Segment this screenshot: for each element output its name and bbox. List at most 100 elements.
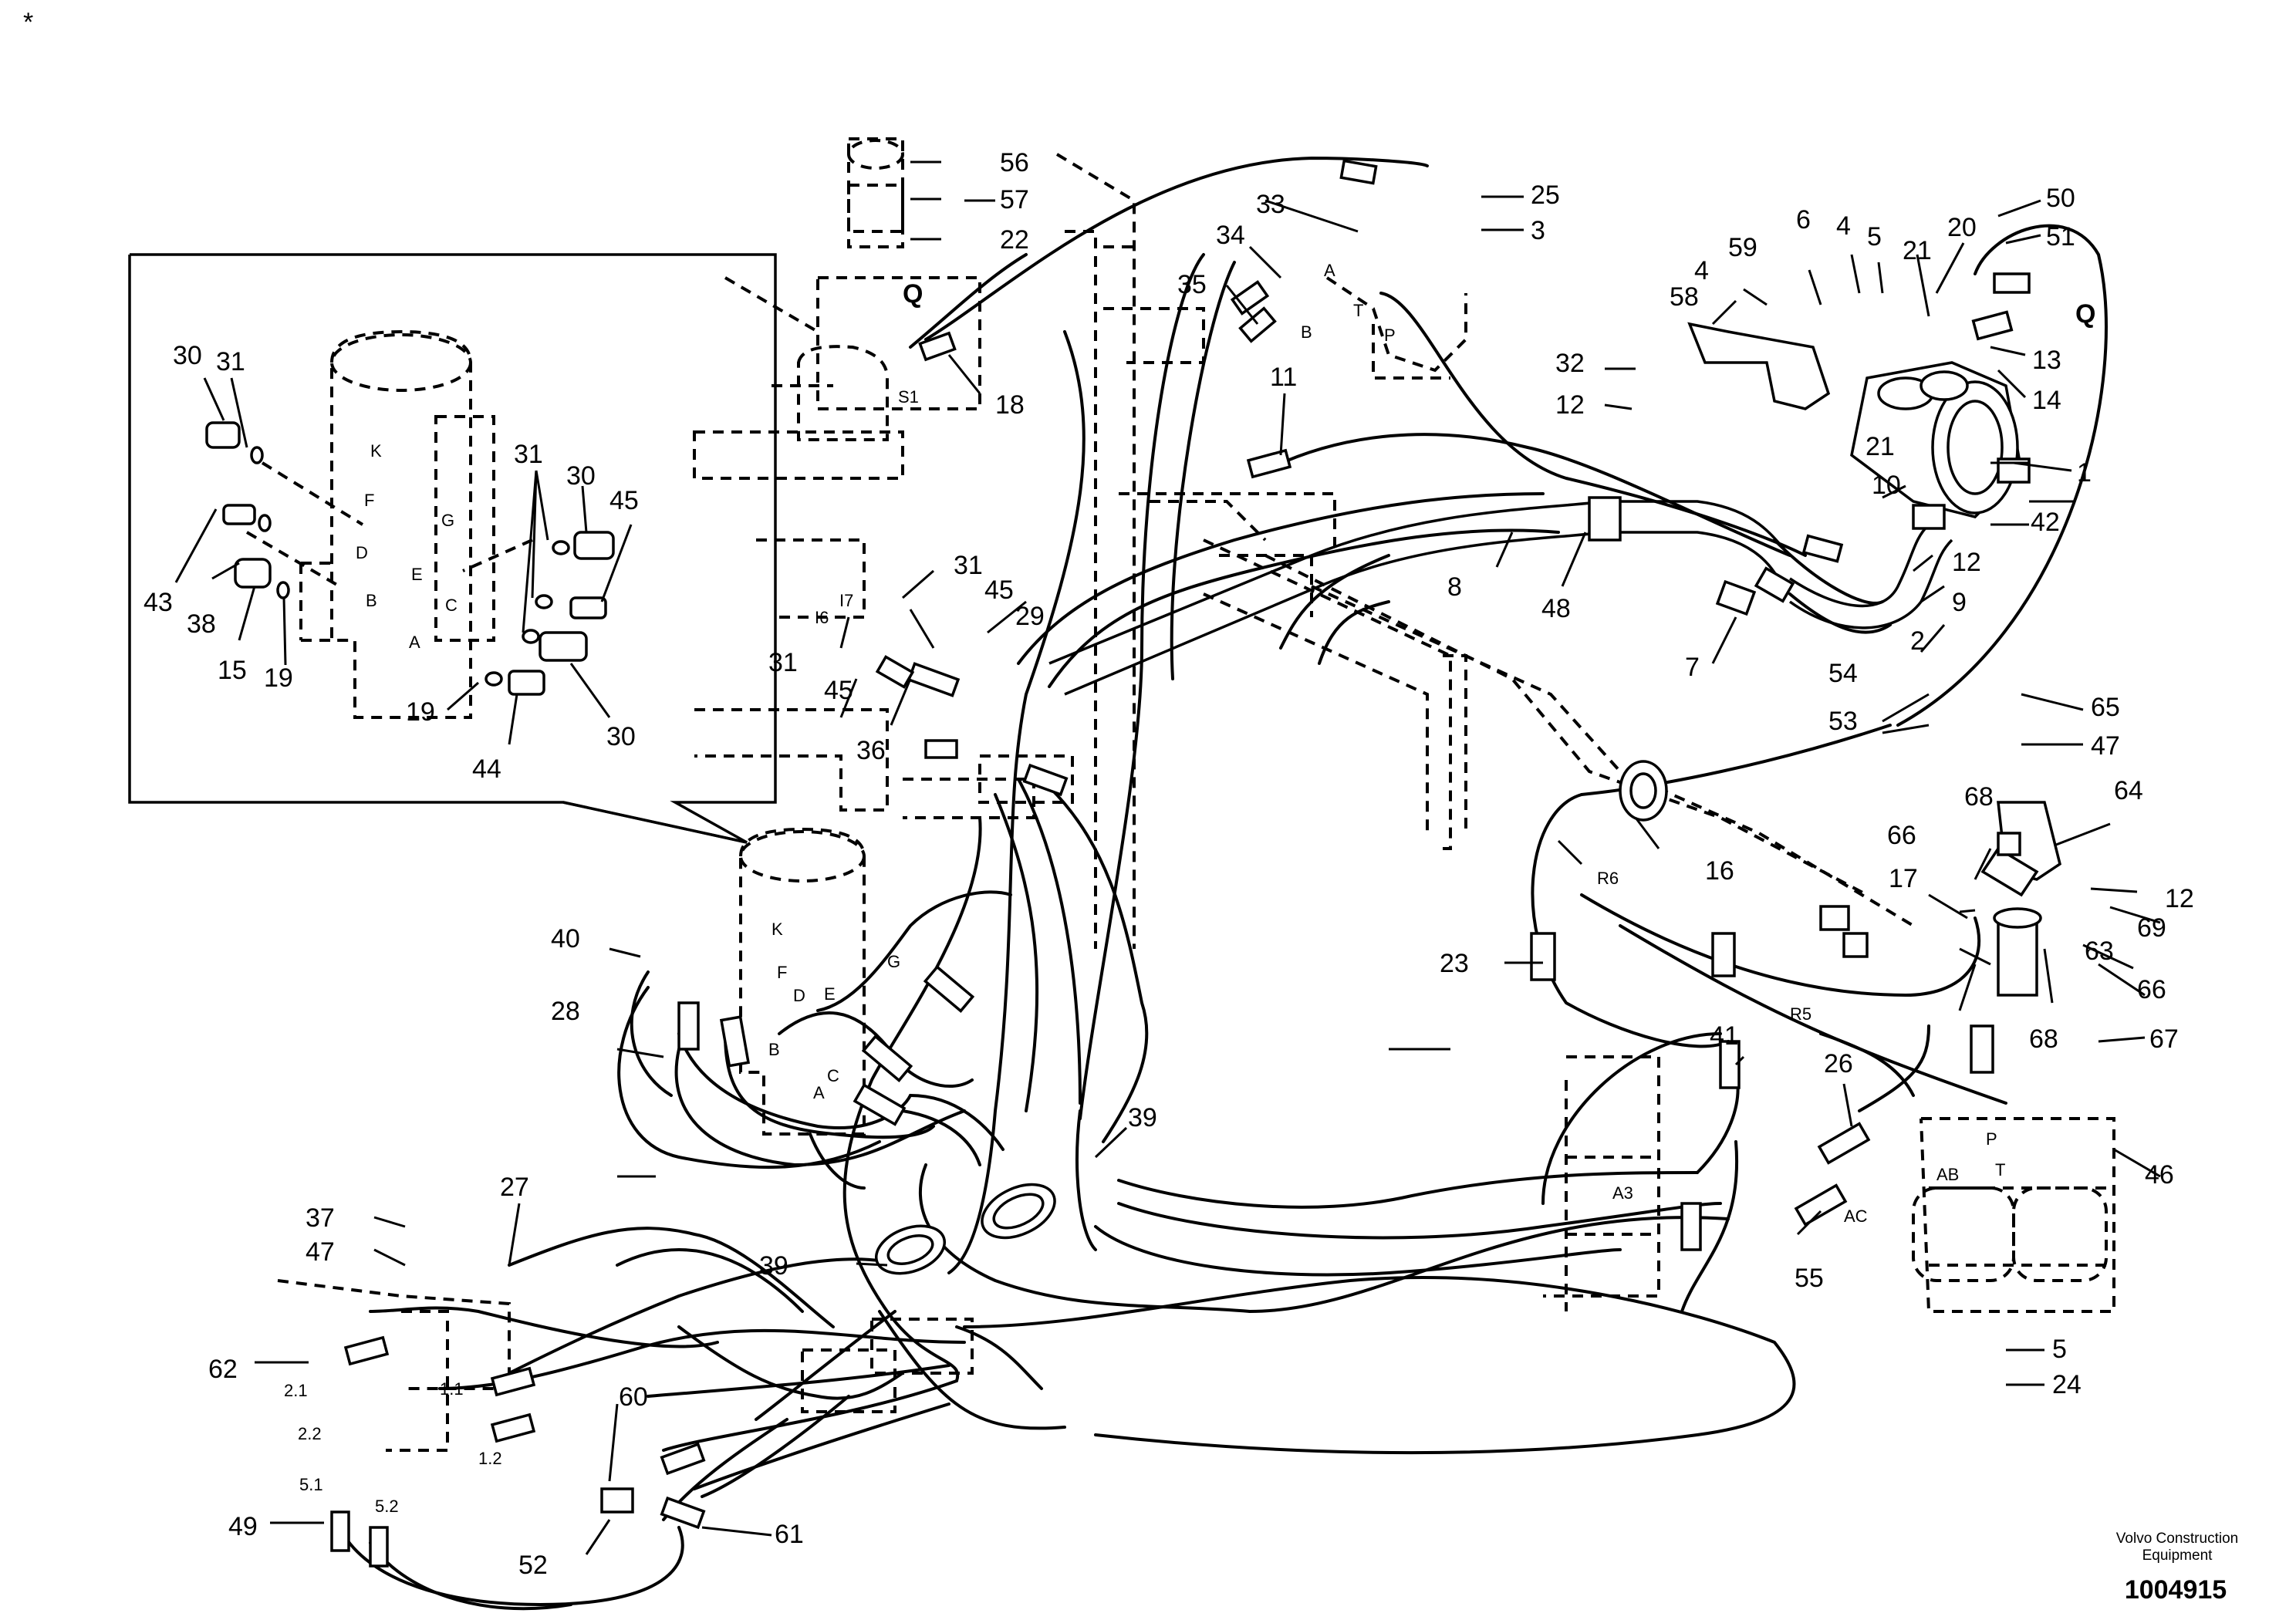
callout-24: 24 [2052,1370,2082,1399]
port-Q-right: Q [2075,299,2095,329]
port-2-1: 2.1 [284,1381,308,1400]
callout-3: 3 [1531,216,1545,245]
port-2-2: 2.2 [298,1424,322,1443]
port-B-inset: B [366,591,377,610]
callout-35: 35 [1177,270,1207,299]
callout-38: 38 [187,609,216,639]
callout-39-lower: 39 [759,1251,788,1281]
port-I7: I7 [839,591,853,610]
callout-37: 37 [306,1203,335,1233]
callout-31-inset-right: 31 [514,440,543,469]
callout-53: 53 [1828,707,1858,736]
accumulator [847,137,904,233]
callout-12-top: 12 [1555,390,1585,420]
control-valves [1912,1186,2108,1282]
callout-33: 33 [1256,190,1285,219]
bracket-64 [1980,801,2061,897]
callout-12-mid: 12 [1952,548,1981,577]
callout-6: 6 [1796,205,1811,235]
callout-54: 54 [1828,659,1858,688]
callout-19-inset-left: 19 [264,663,293,693]
callout-7: 7 [1685,653,1700,682]
callout-62: 62 [208,1355,238,1384]
callout-31-mid: 31 [954,551,983,580]
callout-49: 49 [228,1512,258,1541]
callout-22: 22 [1000,225,1029,255]
callout-26: 26 [1824,1049,1853,1078]
callout-68-top: 68 [1964,782,1994,812]
port-K-inset: K [370,441,382,461]
callout-45-mid: 45 [984,575,1014,605]
swing-motor-inset [245,329,533,719]
callout-29: 29 [1015,602,1045,631]
swing-motor-main [739,827,866,1136]
port-S1: S1 [898,387,919,407]
brand-line-1: Volvo Construction [2116,1531,2238,1547]
callout-64: 64 [2114,776,2143,805]
port-R6: R6 [1597,869,1619,888]
callout-61: 61 [775,1520,804,1549]
port-A-top: A [1324,261,1335,280]
pipe-8 [1048,496,1791,696]
callout-5-bottom: 5 [2052,1335,2067,1364]
callout-57: 57 [1000,185,1029,214]
callout-52: 52 [518,1551,548,1580]
port-D-inset: D [356,543,368,562]
callout-39-upper: 39 [1128,1103,1157,1132]
callout-40: 40 [551,924,580,953]
callout-23: 23 [1440,949,1469,978]
callout-58: 58 [1670,282,1699,312]
callout-5-top: 5 [1867,222,1882,251]
port-F-main: F [777,963,787,982]
port-P-valve: P [1986,1129,1997,1149]
valve-block-52 [600,1487,634,1514]
callout-20: 20 [1947,213,1977,242]
callout-9: 9 [1952,588,1967,617]
grommet-16 [1619,760,1668,822]
port-G-main: G [887,952,900,971]
callout-31-low: 31 [768,648,798,677]
callout-59: 59 [1728,233,1757,262]
callout-43: 43 [144,588,173,617]
port-E-main: E [824,984,836,1004]
callout-69: 69 [2137,913,2166,943]
port-E-inset: E [411,565,423,584]
bracket-58 [1687,322,1831,410]
port-R5: R5 [1790,1004,1811,1024]
port-B-top: B [1301,322,1312,342]
callout-51: 51 [2046,222,2075,251]
port-C-inset: C [445,596,458,615]
callout-2: 2 [1910,626,1925,656]
callout-21-top: 21 [1903,236,1932,265]
callout-14: 14 [2032,386,2061,415]
pump-1 [1850,361,2031,530]
callout-45-low: 45 [824,676,853,705]
port-1-1: 1.1 [440,1379,464,1399]
callout-46: 46 [2145,1160,2174,1190]
port-labels: K F G D E B C A K F D E G B C A A B T P … [284,261,2095,1516]
port-F-inset: F [364,491,374,510]
callout-4-right: 4 [1836,211,1851,241]
leader-lines [174,160,2161,1555]
port-A3: A3 [1612,1183,1633,1203]
port-C-main: C [827,1066,839,1085]
callout-66-right: 66 [2137,975,2166,1004]
clamp-39-upper [981,1183,1056,1240]
callout-30-inset-bottom: 30 [606,722,636,751]
port-A-inset: A [409,633,420,652]
callout-19-inset-right: 19 [406,697,435,727]
port-T-top: T [1353,301,1363,320]
clamp-39-lower [874,1224,947,1275]
detail-inset [128,253,777,844]
callout-60: 60 [619,1382,648,1412]
callout-32: 32 [1555,349,1585,378]
hose-fittings [330,159,2031,1568]
callout-13: 13 [2032,346,2061,375]
port-Q-left: Q [903,279,923,309]
callout-36: 36 [856,736,886,765]
port-I6: I6 [815,608,829,627]
callout-30-inset-right: 30 [566,461,596,491]
port-1-2: 1.2 [478,1449,502,1468]
callout-50: 50 [2046,184,2075,213]
